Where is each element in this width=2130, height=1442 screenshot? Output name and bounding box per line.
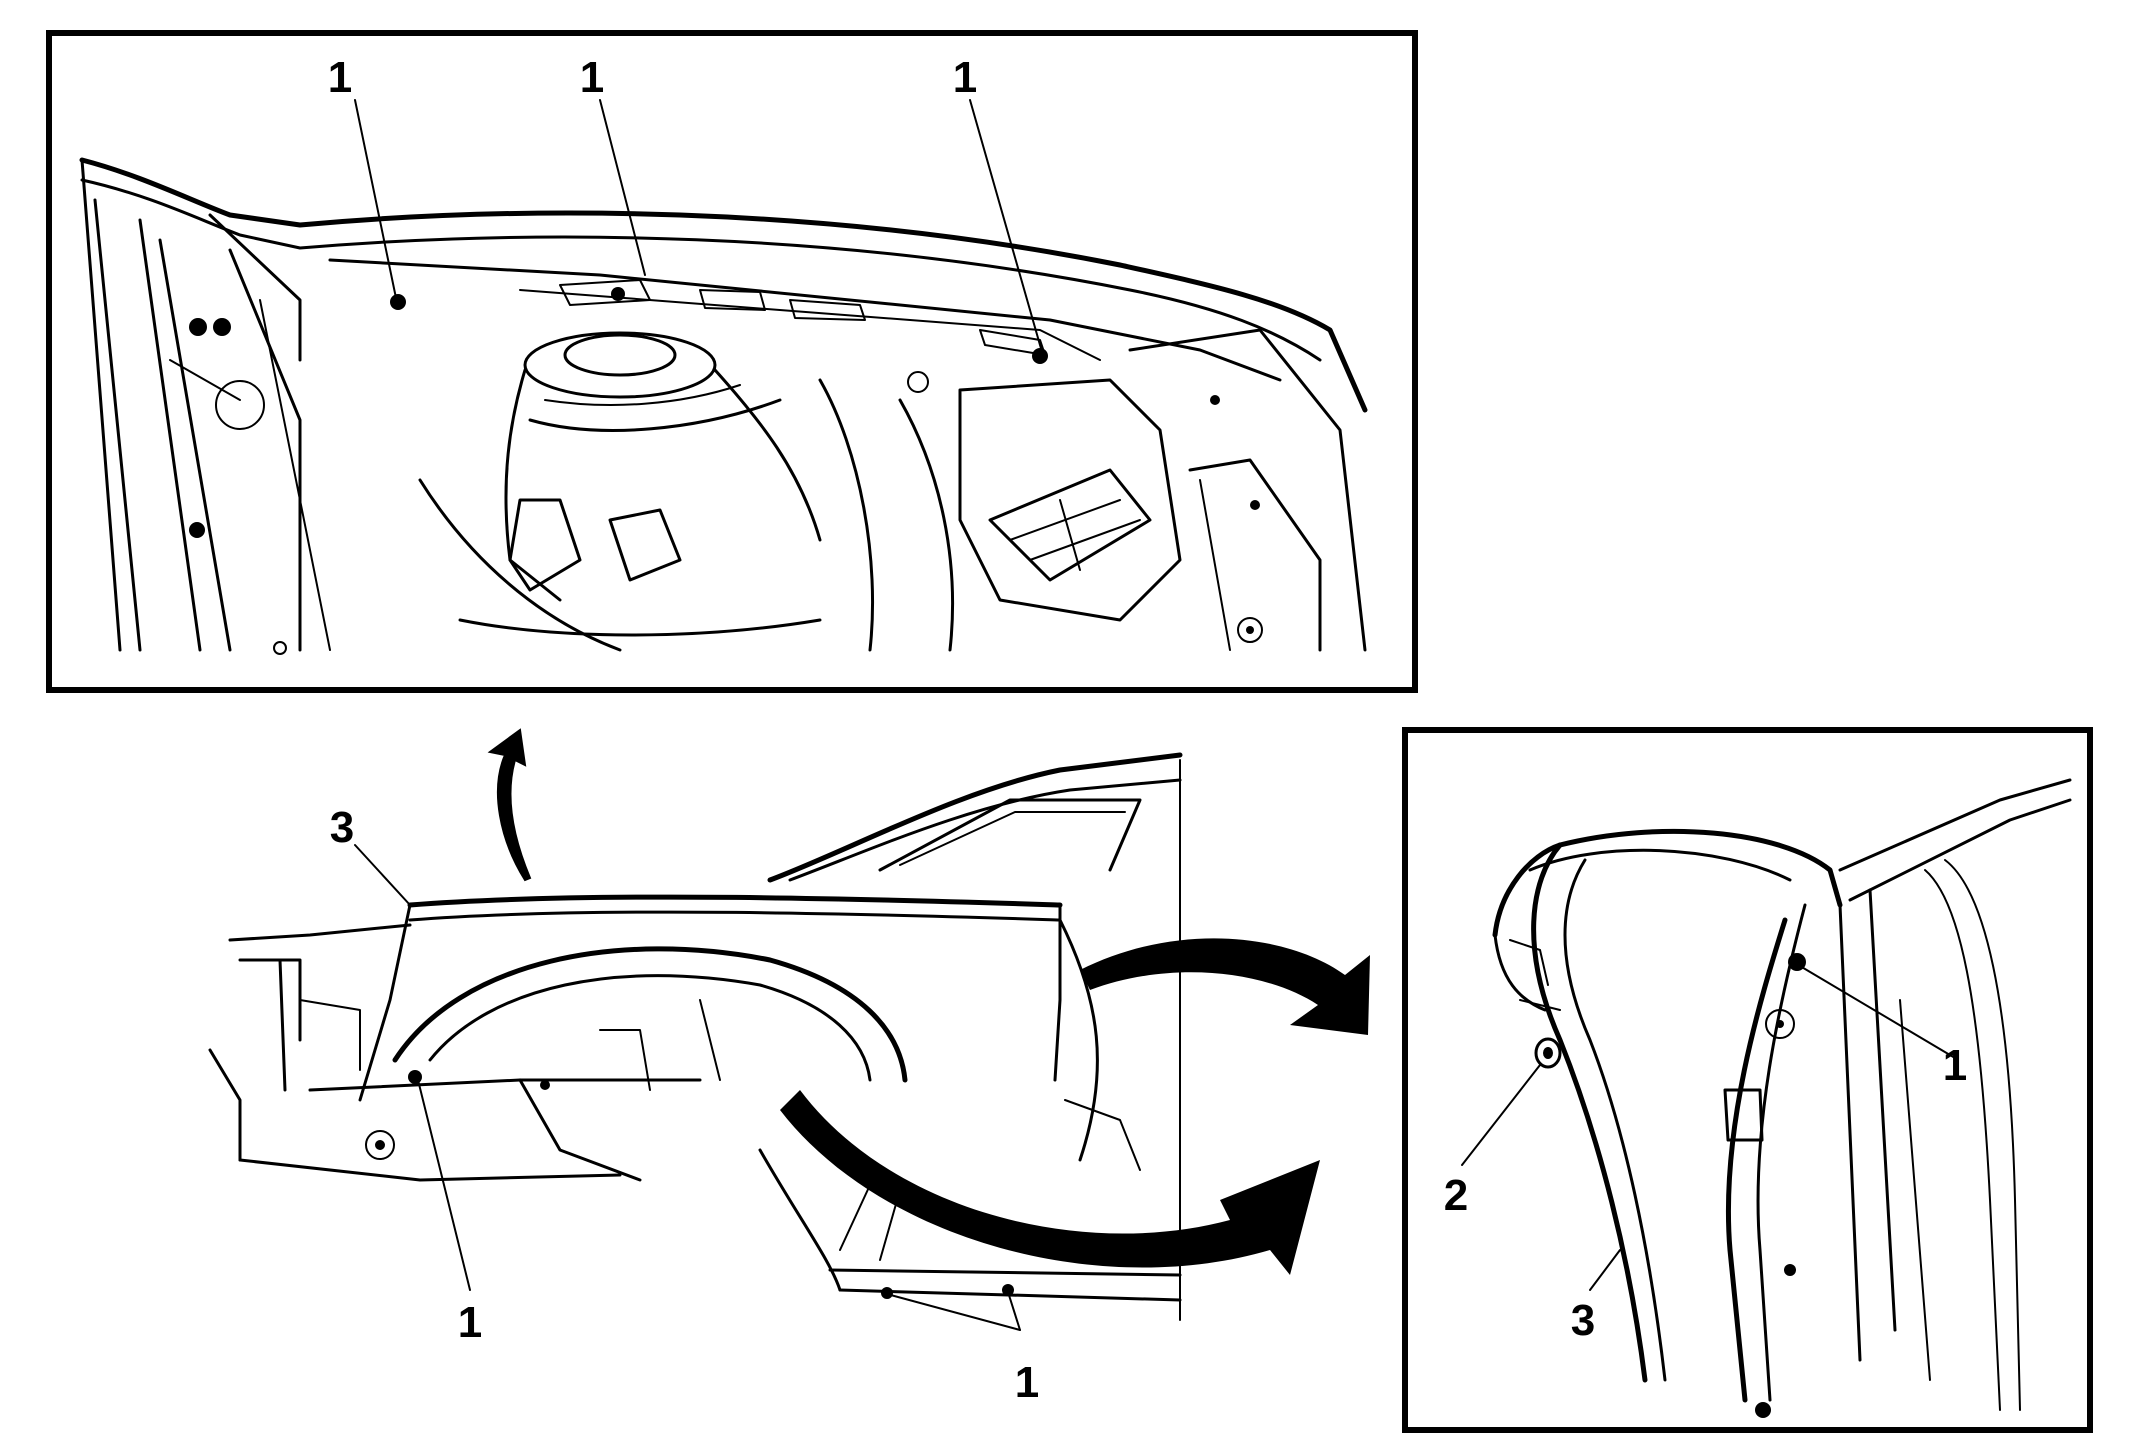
top-detail-linework — [79, 157, 1368, 655]
right-detail-leaders — [1461, 965, 1956, 1291]
callout-1-top-c: 1 — [953, 53, 977, 102]
top-detail-leaders — [354, 99, 1043, 353]
callout-1-main-b: 1 — [1015, 1358, 1039, 1407]
callout-1-right: 1 — [1943, 1041, 1967, 1090]
callout-1-main-a: 1 — [458, 1298, 482, 1347]
main-view-leaders — [354, 844, 1021, 1331]
curved-arrow-upper-icon — [1080, 938, 1370, 1035]
right-detail-view: 1 2 3 — [1402, 727, 2093, 1433]
top-detail-frame — [46, 30, 1418, 693]
curved-arrow-lower-icon — [780, 1090, 1320, 1275]
right-detail-frame — [1402, 727, 2093, 1433]
callout-1-top-b: 1 — [580, 53, 604, 102]
main-view: 3 1 1 — [208, 728, 1370, 1407]
up-arrow-icon — [487, 728, 532, 882]
callout-3-main: 3 — [330, 803, 354, 852]
callout-1-top-a: 1 — [328, 53, 352, 102]
callout-2-right: 2 — [1444, 1171, 1468, 1220]
right-detail-linework — [1492, 778, 2072, 1418]
callout-3-right: 3 — [1571, 1296, 1595, 1345]
top-detail-view: 1 1 1 — [46, 30, 1418, 693]
main-view-linework — [208, 752, 1183, 1321]
